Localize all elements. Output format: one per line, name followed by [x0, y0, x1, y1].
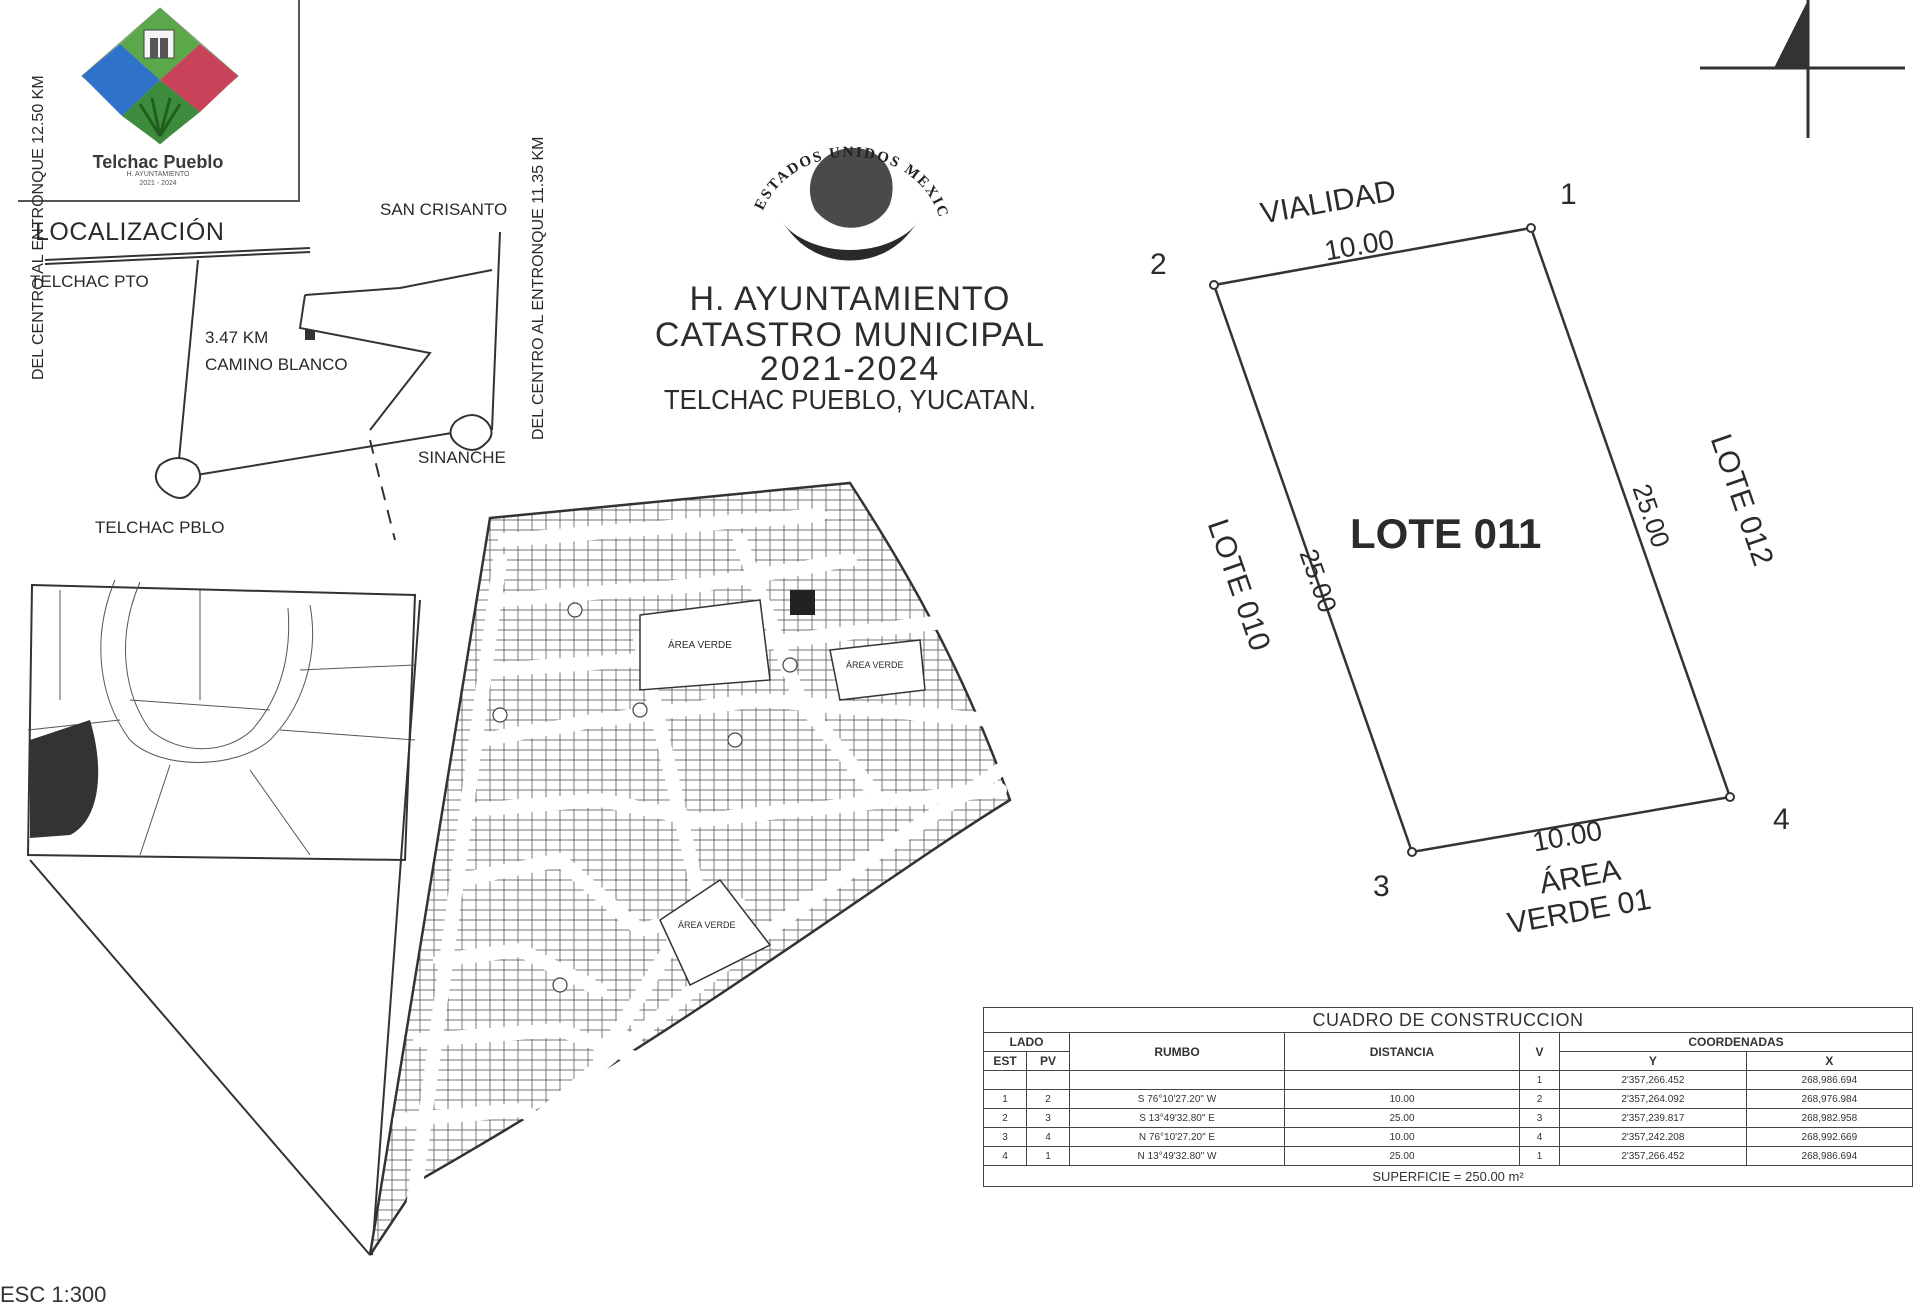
cell-y: 2'357,264.092: [1559, 1089, 1747, 1109]
cell-x: 268,986.694: [1745, 1070, 1914, 1090]
place-san-crisanto: SAN CRISANTO: [380, 200, 508, 219]
distance-marker: 3.47 KM: [205, 328, 269, 347]
table-row: 2 3 S 13°49'32.80" E 25.00 3 2'357,239.8…: [983, 1108, 1914, 1128]
cell-v: 1: [1519, 1070, 1560, 1090]
cell-est: 2: [983, 1108, 1027, 1128]
col-y: Y: [1559, 1051, 1747, 1071]
cell-x: 268,992.669: [1745, 1127, 1914, 1147]
lot-name: LOTE 011: [1350, 510, 1542, 557]
col-rumbo: RUMBO: [1069, 1032, 1285, 1071]
cell-y: 2'357,266.452: [1559, 1070, 1747, 1090]
table-row: 1 2 S 76°10'27.20" W 10.00 2 2'357,264.0…: [983, 1089, 1914, 1109]
cell-distancia: 10.00: [1284, 1089, 1520, 1109]
col-est: EST: [983, 1051, 1027, 1071]
cell-y: 2'357,266.452: [1559, 1146, 1747, 1166]
header-line-1: H. AYUNTAMIENTO: [689, 280, 1011, 318]
place-telchac-pblo: TELCHAC PBLO: [95, 518, 225, 537]
detail-inset-map: [26, 579, 417, 862]
cell-rumbo: S 76°10'27.20" W: [1069, 1089, 1285, 1109]
cell-rumbo: S 13°49'32.80" E: [1069, 1108, 1285, 1128]
cell-pv: 3: [1026, 1108, 1070, 1128]
col-v: V: [1519, 1032, 1560, 1071]
area-verde-label-2: ÁREA VERDE: [846, 660, 904, 670]
table-title: CUADRO DE CONSTRUCCION: [983, 1007, 1913, 1033]
area-verde-label-1: ÁREA VERDE: [668, 640, 732, 651]
national-seal: ESTADOS UNIDOS MEXICANOS: [720, 100, 951, 271]
cell-pv: 2: [1026, 1089, 1070, 1109]
vertex-2-label: 2: [1150, 248, 1167, 281]
cell-v: 1: [1519, 1146, 1560, 1166]
col-lado: LADO: [983, 1032, 1070, 1052]
cell-x: 268,976.984: [1745, 1089, 1914, 1109]
superficie-value: SUPERFICIE = 250.00 m²: [983, 1165, 1913, 1187]
north-arrow-icon: [1700, 0, 1905, 138]
cell-v: 3: [1519, 1108, 1560, 1128]
header-line-3: 2021-2024: [759, 350, 941, 388]
cell-v: 4: [1519, 1127, 1560, 1147]
place-camino-blanco: CAMINO BLANCO: [205, 355, 348, 374]
place-sinanche: SINANCHE: [418, 448, 506, 467]
cell-y: 2'357,239.817: [1559, 1108, 1747, 1128]
cell-y: 2'357,242.208: [1559, 1127, 1747, 1147]
cell-x: 268,986.694: [1745, 1146, 1914, 1166]
area-verde-label-3: ÁREA VERDE: [678, 920, 736, 930]
municipal-logo: [81, 7, 239, 145]
logo-subtitle: H. AYUNTAMIENTO: [126, 171, 190, 178]
cell-est: 3: [983, 1127, 1027, 1147]
location-title: LOCALIZACIÓN: [35, 218, 225, 246]
place-telchac-pto: TELCHAC PTO: [30, 272, 149, 291]
vertex-1-label: 1: [1560, 178, 1577, 211]
col-x: X: [1745, 1051, 1914, 1071]
cell-pv: 4: [1026, 1127, 1070, 1147]
cell-pv: 1: [1026, 1146, 1070, 1166]
col-distancia: DISTANCIA: [1284, 1032, 1520, 1071]
cell-distancia: 25.00: [1284, 1146, 1520, 1166]
header-line-4: TELCHAC PUEBLO, YUCATAN.: [663, 384, 1037, 415]
scale-label: ESC 1:300: [0, 1282, 107, 1307]
logo-period: 2021 - 2024: [139, 180, 177, 187]
municipal-logo-frame: [18, 0, 300, 202]
location-map: [44, 231, 501, 541]
table-row: 3 4 N 76°10'27.20" E 10.00 4 2'357,242.2…: [983, 1127, 1914, 1147]
cell-rumbo: N 76°10'27.20" E: [1069, 1127, 1285, 1147]
vertex-4-label: 4: [1773, 803, 1790, 836]
logo-name: Telchac Pueblo: [92, 152, 224, 172]
table-row: 1 2'357,266.452 268,986.694: [983, 1070, 1914, 1090]
construction-table: CUADRO DE CONSTRUCCION LADO RUMBO DISTAN…: [983, 1007, 1914, 1187]
cell-est: 1: [983, 1089, 1027, 1109]
cell-v: 2: [1519, 1089, 1560, 1109]
vertex-3-label: 3: [1373, 870, 1390, 903]
cell-distancia: 25.00: [1284, 1108, 1520, 1128]
cell-x: 268,982.958: [1745, 1108, 1914, 1128]
col-pv: PV: [1026, 1051, 1070, 1071]
cell-distancia: 10.00: [1284, 1127, 1520, 1147]
col-coordenadas: COORDENADAS: [1559, 1032, 1913, 1052]
cell-rumbo: N 13°49'32.80" W: [1069, 1146, 1285, 1166]
cell-est: 4: [983, 1146, 1027, 1166]
header-line-2: CATASTRO MUNICIPAL: [654, 316, 1046, 354]
table-row: 4 1 N 13°49'32.80" W 25.00 1 2'357,266.4…: [983, 1146, 1914, 1166]
